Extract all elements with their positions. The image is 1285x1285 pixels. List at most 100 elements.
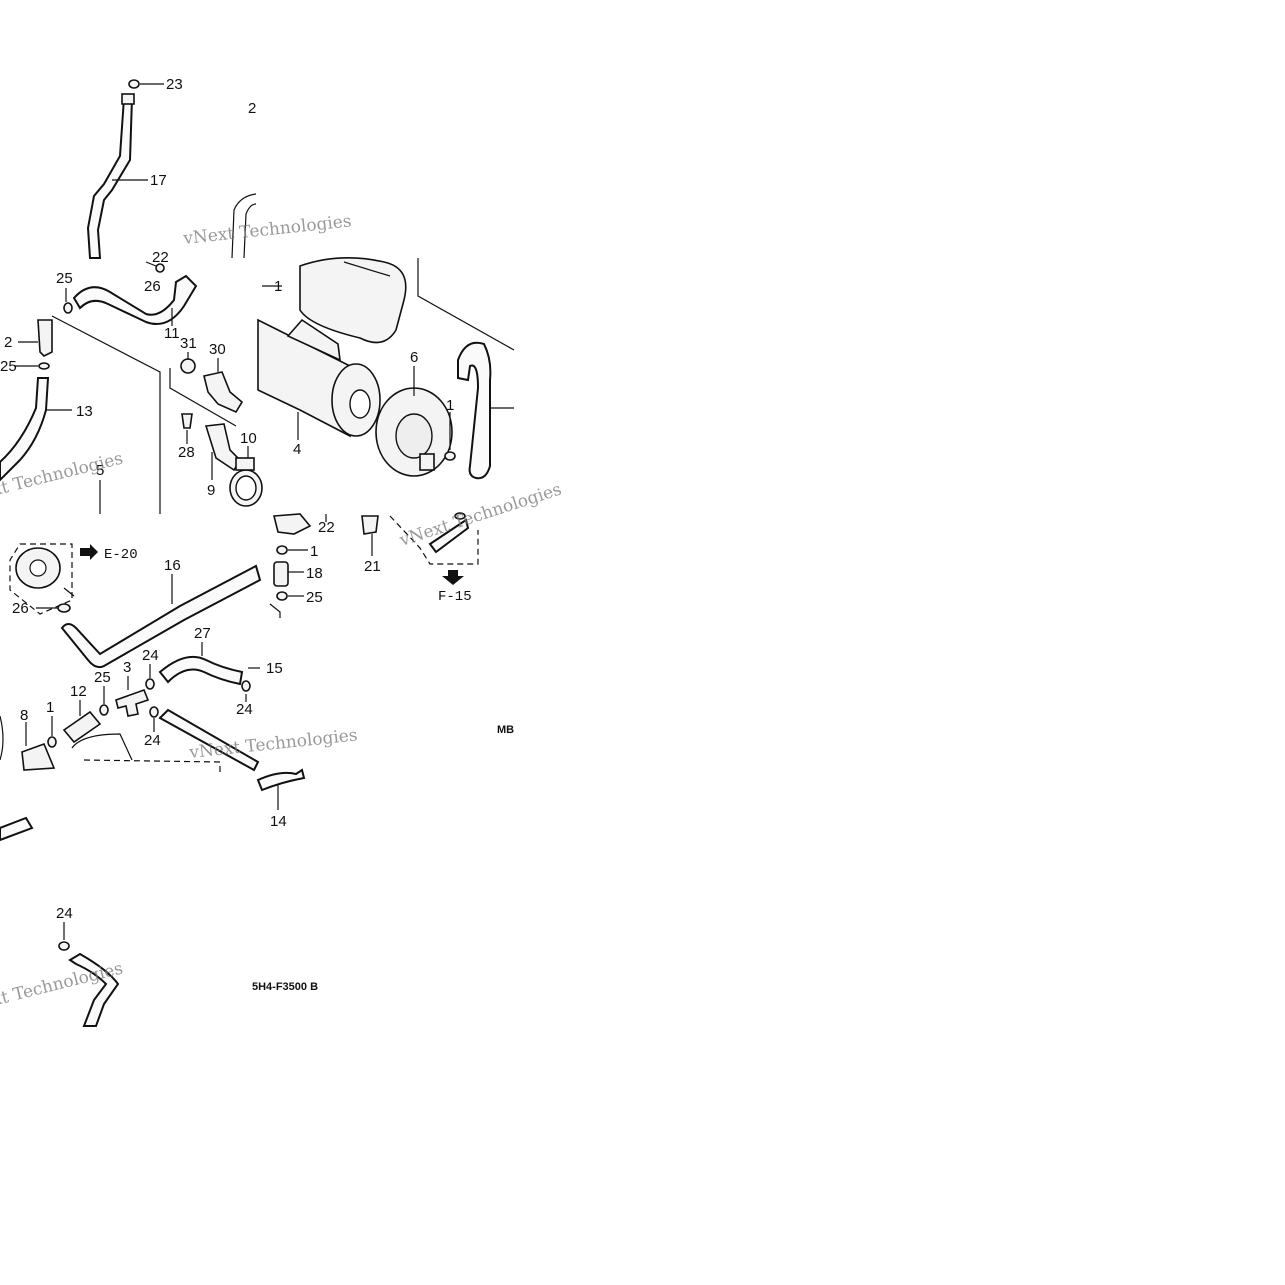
fitting-12 <box>62 710 102 744</box>
bracket-30 <box>203 371 244 414</box>
arrow-down-icon <box>442 570 464 585</box>
clip-25b <box>38 362 50 370</box>
clip-1b <box>444 451 456 461</box>
code-figure: 5H4-F3500 B <box>252 981 318 993</box>
hose-right <box>457 341 492 480</box>
inset-e20-core <box>29 559 47 577</box>
cover-6-tab <box>419 453 435 471</box>
hose-lower-diagonal <box>158 708 260 772</box>
tile-air-cleaner <box>257 257 515 480</box>
watermark-1: vNext Technologies <box>181 211 352 249</box>
inset-e20 <box>9 543 73 615</box>
bracket-9 <box>204 423 242 472</box>
leader-e20 <box>63 587 75 597</box>
callout-30: 30 <box>209 341 226 358</box>
clip-26b <box>57 603 71 613</box>
callout-4: 4 <box>293 441 301 458</box>
callout-24: 24 <box>142 647 159 664</box>
hose-11 <box>72 274 198 325</box>
valve-8 <box>21 742 56 771</box>
clip-1d <box>47 736 57 748</box>
filter-element-rim <box>343 261 391 277</box>
reference-labels: E-20 F-15 MB 5H4-F3500 B <box>104 547 514 993</box>
clip-f15 <box>454 512 466 520</box>
arrow-right-icon <box>80 544 98 560</box>
clip-24d <box>58 941 70 951</box>
callout-18: 18 <box>306 565 323 582</box>
callout-24-c: 24 <box>144 732 161 749</box>
callout-21: 21 <box>364 558 381 575</box>
clip-23 <box>128 79 140 89</box>
callout-31: 31 <box>180 335 197 352</box>
callout-25-c: 25 <box>306 589 323 606</box>
housing-4-port <box>349 389 371 419</box>
bolt-28 <box>181 413 193 429</box>
frame-line-c <box>417 258 515 351</box>
clip-22a <box>155 263 165 273</box>
callout-9: 9 <box>207 482 215 499</box>
clip-24c <box>149 706 159 718</box>
callout-23: 23 <box>166 76 183 93</box>
hose-bottom <box>68 952 120 1027</box>
filter-element <box>299 257 407 344</box>
tube-18 <box>273 561 289 587</box>
housing-4-mount <box>286 318 341 362</box>
joint-2 <box>37 319 53 357</box>
callout-10: 10 <box>240 430 257 447</box>
callout-5: 5 <box>96 462 104 479</box>
callout-14: 14 <box>270 813 287 830</box>
clip-25c <box>276 591 288 601</box>
callout-12: 12 <box>70 683 87 700</box>
callout-11: 11 <box>164 325 180 342</box>
nut-31 <box>180 358 196 374</box>
tile-bottom-left <box>0 816 120 1027</box>
callout-16: 16 <box>164 557 181 574</box>
clip-25a <box>63 302 73 314</box>
callout-24-b: 24 <box>236 701 253 718</box>
callout-25-b: 25 <box>0 358 17 375</box>
part-22b <box>272 513 312 535</box>
callout-17: 17 <box>150 172 167 189</box>
callout-6: 6 <box>410 349 418 366</box>
hose-partial-top <box>231 193 257 259</box>
hose-16 <box>60 564 262 669</box>
band-10-inner <box>235 475 257 501</box>
callout-13: 13 <box>76 403 93 420</box>
hose-13 <box>0 377 50 482</box>
callout-25-d: 25 <box>94 669 111 686</box>
hose-outline-lower <box>71 733 133 761</box>
frame-line-a <box>51 315 161 514</box>
callout-27: 27 <box>194 625 211 642</box>
callout-25: 25 <box>56 270 73 287</box>
hose-f15 <box>428 518 470 554</box>
code-mb: MB <box>497 724 514 736</box>
leader-22a <box>145 261 157 267</box>
part-21 <box>361 515 379 535</box>
callout-26-b: 26 <box>12 600 29 617</box>
ref-f15: F-15 <box>438 589 472 605</box>
tile-mid-left <box>0 261 263 514</box>
frame-line-d <box>269 603 281 618</box>
tile-top-left <box>86 79 257 259</box>
tile-lower-middle <box>256 512 479 810</box>
watermark-3: vNext Technologies <box>396 480 564 552</box>
clip-24b <box>241 680 251 692</box>
clip-24a <box>145 678 155 690</box>
clip-25d <box>99 704 109 716</box>
hose-27 <box>158 656 244 686</box>
ref-e20: E-20 <box>104 547 138 563</box>
callout-1: 1 <box>274 278 282 295</box>
callout-22: 22 <box>152 249 169 266</box>
callout-2: 2 <box>4 334 12 351</box>
hose-17 <box>86 97 134 259</box>
callout-22-b: 22 <box>318 519 335 536</box>
callout-labels: 23 2 17 22 26 25 1 11 2 31 30 25 6 13 1 … <box>0 76 454 922</box>
watermark-4: vNext Technologies <box>187 725 358 763</box>
hose-partial-top-b <box>243 203 257 259</box>
callout-26: 26 <box>144 278 161 295</box>
callout-1-d: 1 <box>46 699 54 716</box>
callout-1-c: 1 <box>310 543 318 560</box>
callout-1-b: 1 <box>446 397 454 414</box>
callout-3: 3 <box>123 659 131 676</box>
